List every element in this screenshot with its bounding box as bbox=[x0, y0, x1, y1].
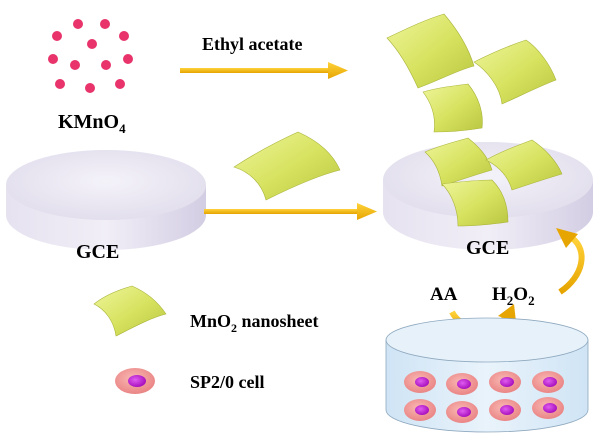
legend-nanosheet-label: MnO2 nanosheet bbox=[190, 311, 319, 335]
nanosheet-middle bbox=[233, 131, 341, 201]
nanosheet bbox=[485, 139, 563, 191]
kmno4-dot bbox=[115, 79, 125, 89]
sp2-0-cell bbox=[489, 371, 521, 393]
legend: MnO2 nanosheet SP2/0 cell bbox=[93, 285, 319, 394]
kmno4-dot bbox=[48, 54, 58, 64]
kmno4-dot bbox=[101, 60, 111, 70]
kmno4-dot bbox=[100, 19, 110, 29]
aa-label: AA bbox=[430, 284, 458, 305]
sp2-0-cell bbox=[532, 371, 564, 393]
nanosheets-product bbox=[386, 13, 557, 133]
kmno4-particles bbox=[48, 19, 133, 93]
sp2-0-cell bbox=[532, 397, 564, 419]
h2o2-to-gce-arrow bbox=[556, 228, 585, 295]
sp2-0-cell bbox=[404, 371, 436, 393]
legend-cell-label: SP2/0 cell bbox=[190, 372, 265, 392]
kmno4-dot bbox=[123, 54, 133, 64]
h2o2-label: H2O2 bbox=[492, 284, 535, 308]
gce-electrode-left bbox=[6, 150, 206, 250]
kmno4-dot bbox=[55, 79, 65, 89]
reaction-arrow-top bbox=[180, 62, 348, 79]
gce-label-right: GCE bbox=[466, 237, 509, 259]
kmno4-label: KMnO4 bbox=[58, 111, 126, 136]
nanosheet bbox=[424, 137, 493, 187]
nanosheet bbox=[386, 13, 475, 89]
kmno4-dot bbox=[87, 39, 97, 49]
legend-cell-icon bbox=[115, 368, 155, 394]
ethyl-acetate-label: Ethyl acetate bbox=[202, 34, 302, 54]
sp2-0-cell bbox=[446, 373, 478, 395]
nanosheet bbox=[441, 179, 509, 227]
sp2-0-cell bbox=[489, 399, 521, 421]
kmno4-dot bbox=[70, 60, 80, 70]
kmno4-dot bbox=[73, 19, 83, 29]
sp2-0-cell bbox=[404, 399, 436, 421]
kmno4-dot bbox=[85, 83, 95, 93]
reaction-arrow-middle bbox=[204, 203, 377, 220]
sp2-0-cell bbox=[446, 401, 478, 423]
kmno4-dot bbox=[52, 31, 62, 41]
nanosheet bbox=[473, 39, 557, 105]
nanosheet bbox=[422, 83, 483, 133]
cells-in-dish bbox=[404, 371, 564, 423]
gce-label-left: GCE bbox=[76, 241, 119, 263]
legend-nanosheet-icon bbox=[93, 285, 167, 337]
gce-electrode-right bbox=[383, 137, 593, 250]
kmno4-dot bbox=[119, 31, 129, 41]
